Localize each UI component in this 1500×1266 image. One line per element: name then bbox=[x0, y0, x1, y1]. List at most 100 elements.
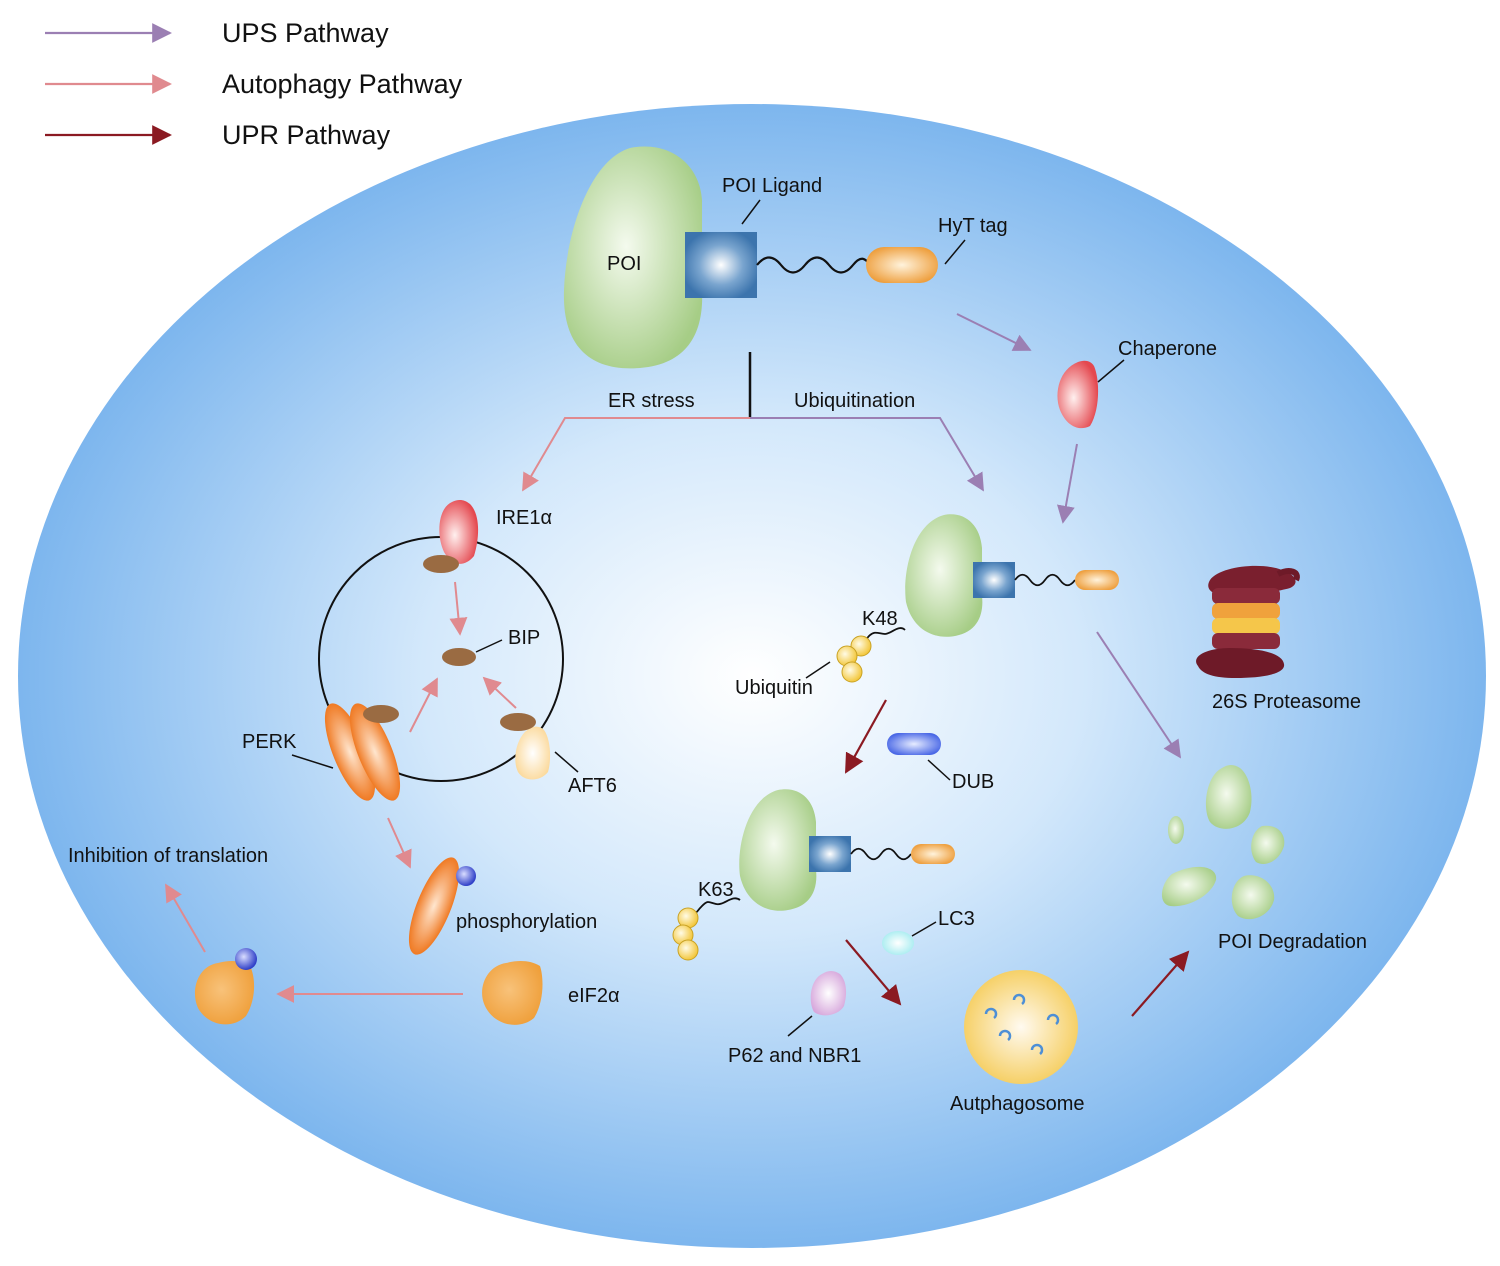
eif2a-label: eIF2α bbox=[568, 985, 620, 1007]
ubiquitin-pointer bbox=[805, 661, 831, 679]
er-stress-arrow bbox=[522, 417, 750, 492]
chaperone-label: Chaperone bbox=[1118, 338, 1217, 360]
chaperone: Chaperone bbox=[956, 313, 1217, 524]
chaperone-in-arrow bbox=[956, 313, 1032, 351]
proteasome: 26S Proteasome bbox=[1196, 565, 1361, 713]
k63-complex: K63 bbox=[672, 789, 955, 961]
aft6-shape bbox=[515, 726, 551, 780]
p62-group: P62 and NBR1 bbox=[728, 971, 861, 1067]
bip-bound-ire1a bbox=[423, 555, 459, 573]
ups-to-degradation-arrow bbox=[1096, 631, 1181, 759]
k48-to-k63-arrow bbox=[845, 699, 887, 774]
poi-ligand-pointer bbox=[741, 199, 761, 225]
eif2a-phospho-shape bbox=[194, 961, 255, 1025]
hyt-tag-label: HyT tag bbox=[938, 215, 1008, 237]
linker-k63 bbox=[850, 847, 912, 861]
lc3-label: LC3 bbox=[938, 908, 975, 930]
hyt-tag-k48 bbox=[1075, 570, 1119, 590]
proteasome-ring-3 bbox=[1212, 618, 1280, 634]
legend-upr-label: UPR Pathway bbox=[222, 120, 391, 150]
chaperone-shape bbox=[1057, 360, 1099, 429]
chaperone-pointer bbox=[1097, 359, 1125, 383]
lc3-group: LC3 bbox=[882, 908, 975, 955]
ubiquitination-arrow bbox=[750, 417, 984, 492]
k63-chain-link bbox=[693, 897, 741, 915]
dub-shape bbox=[887, 733, 941, 755]
p62-shape bbox=[810, 971, 847, 1016]
poi-label: POI bbox=[607, 253, 641, 275]
k48-complex: K48 Ubiquitin bbox=[735, 514, 1119, 699]
phosphate-dot-eif2a bbox=[235, 948, 257, 970]
legend-ups-label: UPS Pathway bbox=[222, 18, 389, 48]
dub-label: DUB bbox=[952, 771, 994, 793]
linker-top bbox=[756, 256, 870, 274]
ubiquitin-k63-3 bbox=[677, 939, 699, 961]
ubiquitin-label: Ubiquitin bbox=[735, 677, 813, 699]
fragment-2 bbox=[1168, 816, 1184, 844]
cargo-2 bbox=[1012, 993, 1026, 1005]
branch-lines: ER stress Ubiquitination bbox=[522, 352, 984, 492]
dub-pointer bbox=[927, 759, 951, 781]
poi-degradation: POI Degradation bbox=[1161, 765, 1367, 953]
proteasome-cap-bottom bbox=[1196, 648, 1285, 678]
er-region: IRE1α BIP PERK AFT6 bbox=[242, 499, 617, 801]
phosphorylation-label: phosphorylation bbox=[456, 911, 597, 933]
dub-group: DUB bbox=[887, 733, 994, 793]
poi-protein-k63 bbox=[739, 789, 817, 911]
phosphorylated-perk bbox=[408, 857, 460, 955]
poi-ligand-top bbox=[685, 232, 757, 298]
hyt-tag-pointer bbox=[944, 239, 966, 265]
bip-pointer bbox=[475, 639, 503, 653]
legend-autophagy-label: Autophagy Pathway bbox=[222, 69, 463, 99]
fragment-4 bbox=[1161, 866, 1217, 907]
autophagosome-to-degradation-arrow bbox=[1131, 950, 1190, 1017]
phosphorylation-group: phosphorylation bbox=[387, 817, 597, 955]
fragment-1 bbox=[1206, 765, 1252, 829]
inhibition-arrow bbox=[165, 883, 206, 953]
lc3-pointer bbox=[911, 921, 937, 937]
inhibition-label: Inhibition of translation bbox=[68, 845, 268, 867]
proteasome-label: 26S Proteasome bbox=[1212, 691, 1361, 713]
perk-to-phospho-arrow bbox=[387, 817, 412, 869]
k63-label: K63 bbox=[698, 879, 734, 901]
hyt-complex-top: POI POI Ligand HyT tag bbox=[563, 146, 1008, 369]
bip-free bbox=[442, 648, 476, 666]
hyt-tag-top bbox=[866, 247, 938, 283]
aft6-pointer bbox=[554, 751, 579, 773]
phosphate-dot-perk bbox=[456, 866, 476, 886]
poi-protein-top bbox=[563, 146, 703, 369]
proteasome-tail bbox=[1276, 568, 1300, 582]
cargo-1 bbox=[984, 1007, 998, 1019]
poi-degradation-label: POI Degradation bbox=[1218, 931, 1367, 953]
perk-subunit-1 bbox=[324, 703, 376, 801]
cargo-4 bbox=[998, 1029, 1012, 1041]
hyt-tag-k63 bbox=[911, 844, 955, 864]
fragment-3 bbox=[1251, 825, 1285, 865]
bip-label: BIP bbox=[508, 627, 540, 649]
chaperone-out-arrow bbox=[1057, 443, 1078, 524]
p62-pointer bbox=[787, 1015, 813, 1037]
p62-label: P62 and NBR1 bbox=[728, 1045, 861, 1067]
lc3-shape bbox=[882, 931, 914, 955]
legend: UPS Pathway Autophagy Pathway UPR Pathwa… bbox=[45, 18, 463, 150]
poi-ligand-label: POI Ligand bbox=[722, 175, 822, 197]
eif2a-group: eIF2α Inhibition of translation bbox=[68, 845, 620, 1025]
cell-body bbox=[18, 104, 1486, 1248]
perk-to-bip-arrow bbox=[409, 677, 438, 733]
bip-bound-aft6 bbox=[500, 713, 536, 731]
perk-shape bbox=[324, 703, 401, 801]
proteasome-ring-4 bbox=[1212, 633, 1280, 649]
ubiquitination-label: Ubiquitination bbox=[794, 390, 915, 412]
poi-ligand-k63 bbox=[809, 836, 851, 872]
eif2a-shape bbox=[482, 961, 543, 1025]
er-stress-label: ER stress bbox=[608, 390, 695, 412]
k48-label: K48 bbox=[862, 608, 898, 630]
proteasome-ring-1 bbox=[1212, 588, 1280, 604]
ire1a-shape bbox=[439, 499, 479, 564]
poi-ligand-k48 bbox=[973, 562, 1015, 598]
autophagosome: Autphagosome bbox=[950, 970, 1085, 1115]
k63-to-autophagosome-arrow bbox=[845, 939, 902, 1006]
ubiquitin-k48-3 bbox=[841, 661, 863, 683]
proteasome-ring-2 bbox=[1212, 603, 1280, 619]
